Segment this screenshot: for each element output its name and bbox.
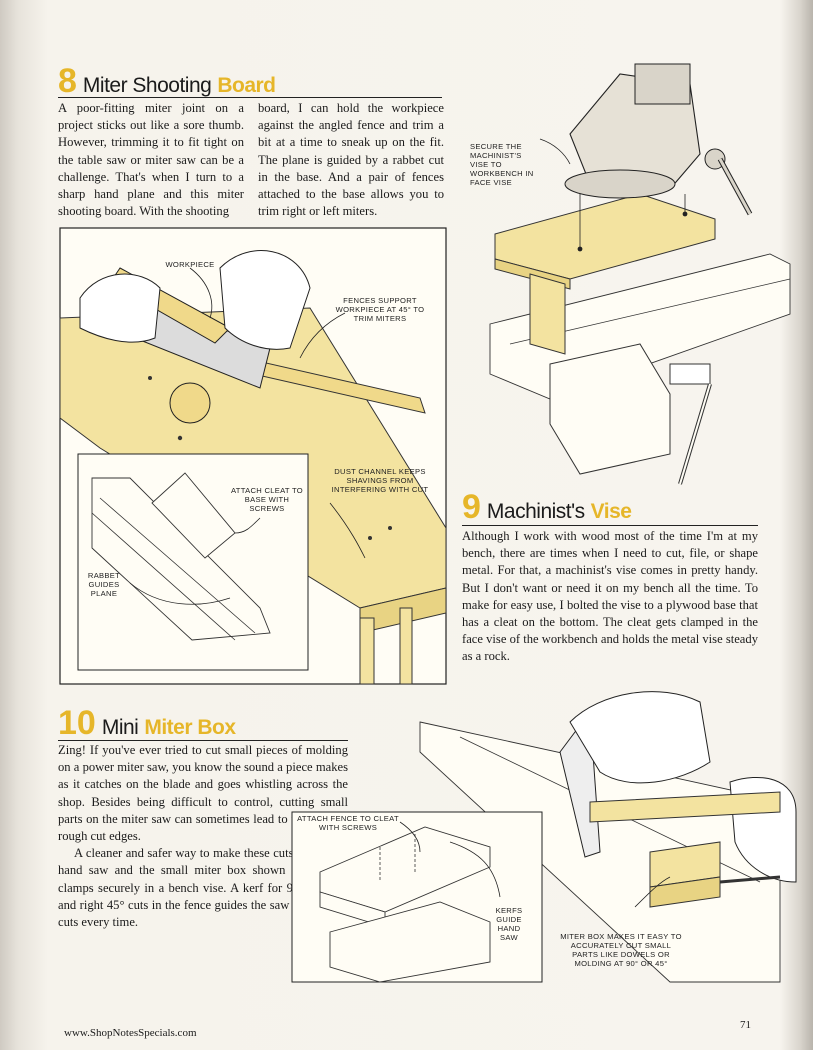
- callout-dust-channel: DUST CHANNEL KEEPS SHAVINGS FROM INTERFE…: [331, 467, 429, 494]
- section-8-number: 8: [58, 62, 77, 100]
- section-9-body: Although I work with wood most of the ti…: [462, 529, 758, 664]
- section-8-title: Miter Shooting: [82, 74, 212, 97]
- section-10-paragraph-2: A cleaner and safer way to make these cu…: [58, 846, 348, 930]
- section-8-column-2: board, I can hold the workpiece against …: [258, 101, 444, 219]
- callout-rabbet-guides: RABBET GUIDES PLANE: [87, 571, 121, 598]
- section-9-title-accent: Vise: [590, 500, 632, 523]
- callout-attach-fence: ATTACH FENCE TO CLEAT WITH SCREWS: [297, 814, 399, 832]
- section-10-heading: 10 Mini Miter Box: [58, 706, 236, 740]
- section-8-title-accent: Board: [217, 74, 276, 97]
- callout-fences-support: FENCES SUPPORT WORKPIECE AT 45° TO TRIM …: [335, 296, 425, 323]
- section-8-column-1: A poor-fitting miter joint on a project …: [58, 101, 244, 219]
- section-9-title: Machinist's: [486, 500, 585, 523]
- callout-attach-cleat: ATTACH CLEAT TO BASE WITH SCREWS: [230, 486, 303, 513]
- section-8-heading: 8 Miter Shooting Board: [58, 64, 276, 98]
- shooting-board-illustration: [59, 227, 447, 685]
- section-9-number: 9: [462, 488, 481, 526]
- section-9-rule: [462, 525, 758, 526]
- callout-workpiece: WORKPIECE: [165, 260, 215, 269]
- footer-url: www.ShopNotesSpecials.com: [64, 1027, 197, 1039]
- callout-kerfs: KERFS GUIDE HAND SAW: [495, 906, 523, 942]
- section-10-title: Mini: [101, 716, 139, 739]
- mini-miter-box-illustration: [291, 691, 797, 983]
- machinist-vise-illustration: [489, 63, 791, 485]
- section-8-rule: [58, 97, 442, 98]
- callout-miter-box: MITER BOX MAKES IT EASY TO ACCURATELY CU…: [560, 932, 682, 968]
- section-10-number: 10: [58, 704, 96, 742]
- section-10-body: Zing! If you've ever tried to cut small …: [58, 742, 348, 931]
- section-10-title-accent: Miter Box: [144, 716, 236, 739]
- section-10-paragraph-1: Zing! If you've ever tried to cut small …: [58, 743, 348, 844]
- page-number: 71: [740, 1019, 751, 1031]
- section-10-rule: [58, 740, 348, 741]
- callout-secure-vise: SECURE THE MACHINIST'S VISE TO WORKBENCH…: [470, 142, 534, 187]
- section-9-heading: 9 Machinist's Vise: [462, 488, 632, 526]
